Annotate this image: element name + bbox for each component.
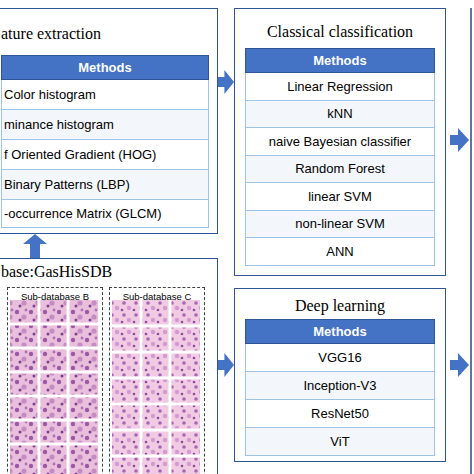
method-name: non-linear SVM: [295, 216, 385, 231]
table-row: ResNet50: [245, 400, 435, 428]
subdatabase-label: Sub-database C: [110, 291, 204, 302]
panel-box: MethodsColor histogram minance histogram f…: [0, 8, 218, 234]
panel-title: ature extraction: [1, 25, 101, 43]
method-name: Binary Patterns (LBP): [4, 177, 130, 192]
method-name: kNN: [327, 106, 352, 121]
method-name: Inception-V3: [304, 378, 377, 393]
method-name: f Oriented Gradient (HOG): [4, 147, 156, 162]
block-arrow: [23, 234, 47, 258]
header-text: Methods: [313, 53, 366, 68]
tissue-tiles: [10, 300, 200, 474]
method-name: ResNet50: [311, 406, 369, 421]
table-row: Color histogram: [1, 80, 209, 110]
table-row: ViT: [245, 428, 435, 456]
panel-title: Deep learning: [235, 297, 445, 315]
outgoing-arrows: [450, 128, 469, 377]
table-row: Binary Patterns (LBP): [1, 170, 209, 200]
table-row: minance histogram: [1, 110, 209, 140]
header-text: Methods: [313, 324, 366, 339]
dashed-subbox: Sub-database C: [109, 287, 205, 474]
dashed-subbox: Sub-database B: [7, 287, 103, 474]
method-name: linear SVM: [308, 189, 372, 204]
method-name: ViT: [330, 434, 349, 449]
table-row: f Oriented Gradient (HOG): [1, 140, 209, 170]
table-row: Inception-V3: [245, 372, 435, 400]
panel-box: MethodsVGG16Inception-V3ResNet50ViT Deep …: [234, 288, 446, 462]
method-name: VGG16: [318, 350, 361, 365]
table-header: Methods: [245, 319, 435, 344]
table-row: linear SVM: [245, 183, 435, 211]
table-row: ANN: [245, 238, 435, 266]
method-name: -occurrence Matrix (GLCM): [4, 206, 161, 221]
panel-box: Sub-database B Sub-database C base:GasHisS…: [0, 258, 218, 474]
method-name: Linear Regression: [287, 79, 393, 94]
subdatabase-label: Sub-database B: [8, 291, 102, 302]
table-row: Linear Regression: [245, 73, 435, 101]
cropped-box-edge: [470, 8, 472, 474]
table-header: Methods: [1, 55, 209, 80]
table-row: Random Forest: [245, 156, 435, 184]
table-row: non-linear SVM: [245, 211, 435, 239]
panel-box: MethodsLinear Regression kNN naive Bayesia…: [234, 8, 446, 276]
method-name: Color histogram: [4, 87, 96, 102]
method-name: ANN: [326, 244, 353, 259]
table-row: -occurrence Matrix (GLCM): [1, 200, 209, 228]
method-name: naive Bayesian classifier: [269, 134, 411, 149]
table-row: kNN: [245, 101, 435, 129]
table-row: VGG16: [245, 344, 435, 372]
table-header: Methods: [245, 48, 435, 73]
block-arrow: [218, 70, 234, 94]
block-arrow: [218, 353, 234, 377]
header-text: Methods: [78, 60, 131, 75]
panel-title: base:GasHisSDB: [1, 263, 112, 281]
method-name: minance histogram: [4, 117, 114, 132]
panel-title: Classical classification: [235, 23, 445, 41]
method-name: Random Forest: [295, 161, 385, 176]
table-row: naive Bayesian classifier: [245, 128, 435, 156]
